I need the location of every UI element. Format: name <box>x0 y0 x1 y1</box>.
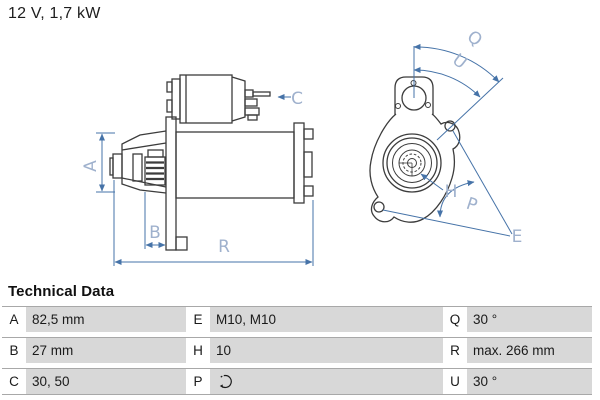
label-R: R <box>218 237 230 257</box>
label-H: H <box>445 182 458 202</box>
param-key-H: H <box>186 338 210 363</box>
param-value-U: 30 ° <box>467 369 592 394</box>
param-value-Q: 30 ° <box>467 307 592 332</box>
label-C: C <box>291 89 303 109</box>
label-A: A <box>81 160 101 172</box>
label-Q: Q <box>463 27 486 51</box>
param-value-P <box>210 369 443 394</box>
mounting-hole-top-right <box>444 120 456 132</box>
dimension-B <box>144 192 166 249</box>
angle-arc-Q <box>413 43 500 83</box>
front-view-dimensions <box>382 43 513 237</box>
shaft-spline <box>399 153 422 177</box>
param-value-E: M10, M10 <box>210 307 443 332</box>
page-title: 12 V, 1,7 kW <box>8 5 101 22</box>
label-P: P <box>464 194 480 216</box>
label-B: B <box>149 223 161 243</box>
param-value-C: 30, 50 <box>26 369 186 394</box>
table-row: C 30, 50 P U 30 ° <box>2 368 592 395</box>
starter-motor-technical-drawing: A B R C <box>81 27 523 266</box>
section-heading: Technical Data <box>8 283 115 300</box>
param-key-A: A <box>2 307 26 332</box>
side-view-labels: A B R C <box>81 89 303 257</box>
param-key-R: R <box>443 338 467 363</box>
param-key-U: U <box>443 369 467 394</box>
drive-end-housing <box>109 130 167 194</box>
label-E: E <box>512 227 523 247</box>
side-view-drawing <box>109 74 314 251</box>
table-row: B 27 mm H 10 R max. 266 mm <box>2 337 592 363</box>
motor-body <box>175 122 314 204</box>
rotation-direction-icon <box>219 375 232 389</box>
solenoid <box>166 74 246 124</box>
line-to-E-from-top-hole <box>452 130 513 235</box>
solenoid-terminals <box>244 89 271 121</box>
line-to-E-from-bottom-hole <box>382 209 511 237</box>
leader-H <box>420 173 444 191</box>
param-key-B: B <box>2 338 26 363</box>
param-value-A: 82,5 mm <box>26 307 186 332</box>
param-key-C: C <box>2 369 26 394</box>
dimension-R <box>113 180 314 266</box>
angle-reference-line <box>436 77 504 141</box>
mounting-hole-bottom-left <box>373 201 385 213</box>
param-value-R: max. 266 mm <box>467 338 592 363</box>
param-key-E: E <box>186 307 210 332</box>
param-value-H: 10 <box>210 338 443 363</box>
table-row: A 82,5 mm E M10, M10 Q 30 ° <box>2 306 592 332</box>
technical-data-table: A 82,5 mm E M10, M10 Q 30 ° B 27 mm H 10… <box>2 306 592 400</box>
param-key-Q: Q <box>443 307 467 332</box>
angle-arc-P <box>437 180 475 218</box>
dimension-A <box>96 132 115 193</box>
param-value-B: 27 mm <box>26 338 186 363</box>
param-key-P: P <box>186 369 210 394</box>
pinion-gear <box>144 149 166 186</box>
label-U: U <box>448 50 470 73</box>
side-view-dimensions <box>96 94 314 266</box>
angle-arc-U <box>413 66 481 98</box>
